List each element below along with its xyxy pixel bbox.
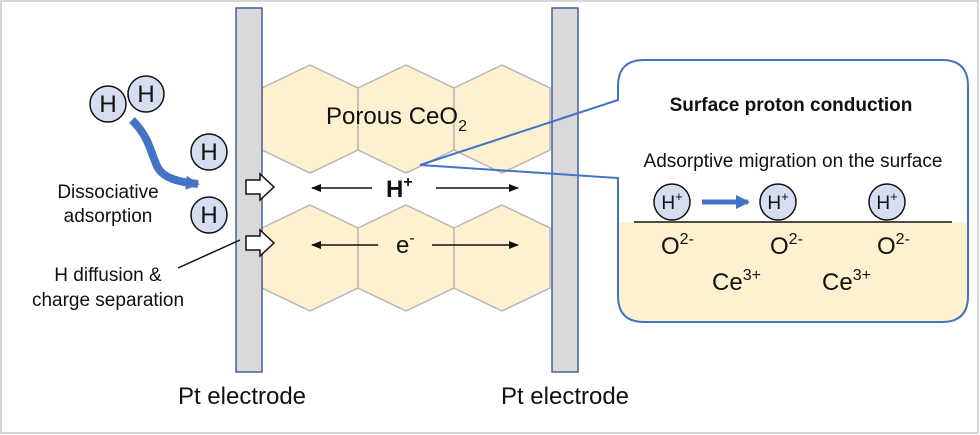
hexagon <box>261 204 359 312</box>
block-arrow-icon <box>245 228 276 258</box>
curved-arrow-icon <box>129 117 200 190</box>
cerium-ion-label: Ce3+ <box>822 267 871 296</box>
pt-electrode-right-bar <box>551 7 579 373</box>
hexagon <box>453 204 551 312</box>
cerium-ion-label: Ce3+ <box>712 267 761 296</box>
circle-h-icon <box>127 75 165 113</box>
h-atom-label: H <box>200 139 217 166</box>
leader-line <box>177 239 241 269</box>
pt-electrode-left-label: Pt electrode <box>178 383 306 410</box>
porous-ceo2-hexagons <box>261 64 551 312</box>
h-plus-label: H+ <box>386 174 413 203</box>
h2-molecule: H H <box>89 75 165 123</box>
svg-text:H: H <box>99 91 116 118</box>
inset-border <box>419 59 969 323</box>
dissociative-label-line2: adsorption <box>64 206 153 227</box>
pt-electrode-right-label: Pt electrode <box>501 383 629 410</box>
dissociative-label-line1: Dissociative <box>57 182 158 203</box>
svg-text:H: H <box>137 81 154 108</box>
oxide-ion-label: O2- <box>661 231 694 260</box>
proton-label: H+ <box>767 189 788 214</box>
proton-icon <box>759 183 797 221</box>
surface-region <box>618 222 968 322</box>
diffusion-label-line1: H diffusion & <box>54 265 162 286</box>
proton-label: H+ <box>876 189 897 214</box>
circle-h-icon <box>190 196 228 234</box>
porous-ceo2-label: Porous CeO2 <box>326 103 467 135</box>
hexagon <box>453 64 551 174</box>
surface-proton-inset: Surface proton conduction Adsorptive mig… <box>419 59 969 323</box>
circle-h-icon <box>89 85 127 123</box>
e-minus-label: e- <box>396 230 415 259</box>
oxide-ion-label: O2- <box>770 231 803 260</box>
h-atom-label: H <box>200 202 217 229</box>
diffusion-label-line2: charge separation <box>32 290 184 311</box>
block-arrow-icon <box>245 172 276 202</box>
proton-label: H+ <box>661 189 682 214</box>
proton-icon <box>653 183 691 221</box>
inset-title: Surface proton conduction <box>670 95 913 116</box>
circle-h-icon <box>190 133 228 171</box>
oxide-ion-label: O2- <box>877 231 910 260</box>
proton-icon <box>868 183 906 221</box>
inset-subtitle: Adsorptive migration on the surface <box>644 151 943 172</box>
